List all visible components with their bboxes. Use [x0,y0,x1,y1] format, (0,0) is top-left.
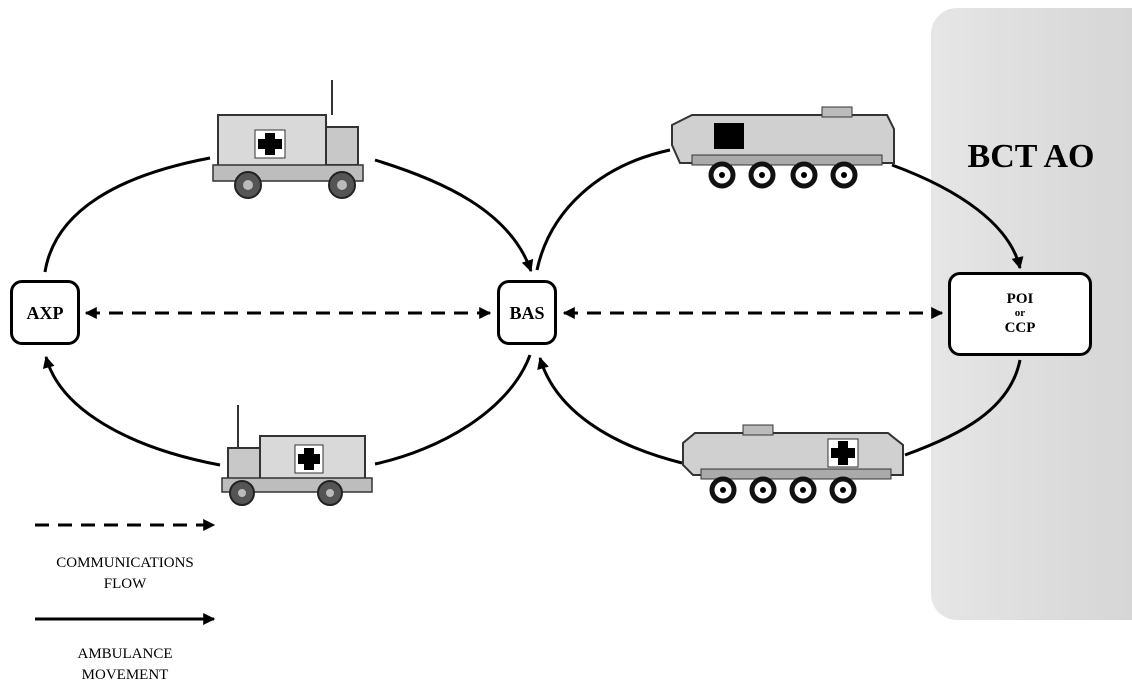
legend-comms-line2: FLOW [103,576,147,592]
bas-node: BAS [497,280,557,345]
legend-ambulance-movement: AMBULANCE MOVEMENT [20,644,230,686]
route-bas-to-poi-top [535,148,1020,270]
route-poi-to-bas-bottom [540,358,1022,465]
poi-ccp-node: POI or CCP [948,272,1092,356]
axp-node: AXP [10,280,80,345]
legend-comms-line1: COMMUNICATIONS [56,555,194,571]
ccp-label: CCP [1004,320,1036,336]
armored-ambulance-icon [671,106,895,189]
route-axp-to-bas-top [43,156,531,272]
axp-label: AXP [26,302,64,323]
route-bas-to-axp-bottom [46,355,532,467]
ambulance-truck-icon [212,80,364,199]
poi-label: POI [1006,291,1034,307]
legend-ambulance-line2: MOVEMENT [81,667,169,683]
legend-communications-flow: COMMUNICATIONS FLOW [20,553,230,595]
armored-ambulance-icon [682,424,904,504]
bas-label: BAS [509,302,545,323]
or-label: or [1014,307,1026,319]
bct-ao-label: BCT AO [967,138,1095,175]
legend-ambulance-line1: AMBULANCE [77,646,173,662]
ambulance-truck-icon [221,405,373,506]
